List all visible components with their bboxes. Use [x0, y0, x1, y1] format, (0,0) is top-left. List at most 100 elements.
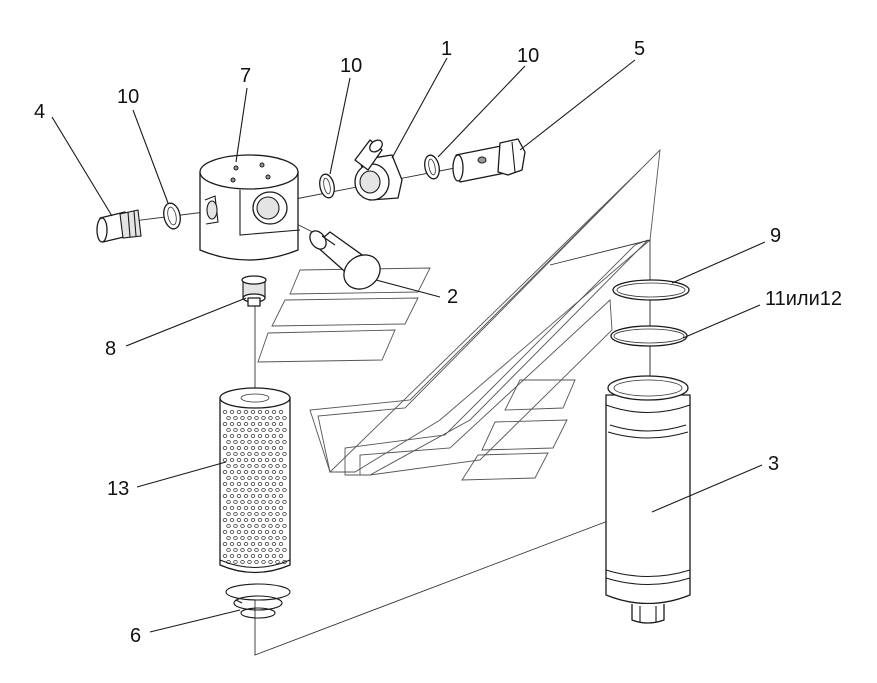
perforation-hole: [233, 439, 238, 444]
perforation-hole: [233, 487, 238, 492]
perforation-hole: [229, 469, 235, 474]
perforation-hole: [250, 457, 256, 462]
perforation-hole: [240, 427, 245, 432]
perforation-hole: [268, 560, 273, 565]
perforation-hole: [271, 409, 277, 414]
perforation-hole: [278, 445, 284, 450]
perforation-hole: [261, 463, 266, 468]
perforation-hole: [240, 463, 245, 468]
perforation-hole: [226, 536, 231, 541]
perforation-hole: [261, 439, 266, 444]
perforation-hole: [236, 421, 242, 426]
perforation-hole: [282, 475, 287, 480]
union-fitting-4: [96, 209, 142, 243]
perforation-hole: [278, 457, 284, 462]
housing-body-7: [199, 154, 301, 261]
perforation-hole: [229, 457, 235, 462]
perforation-hole: [222, 518, 228, 523]
perforation-hole: [233, 475, 238, 480]
perforation-hole: [268, 512, 273, 517]
perforation-hole: [229, 433, 235, 438]
perforation-hole: [236, 445, 242, 450]
perforation-hole: [268, 451, 273, 456]
perforation-hole: [236, 505, 242, 510]
perforation-hole: [275, 512, 280, 517]
perforation-hole: [278, 409, 284, 414]
perforation-hole: [229, 542, 235, 547]
perforation-hole: [268, 536, 273, 541]
perforation-hole: [271, 493, 277, 498]
perforation-hole: [254, 548, 259, 553]
perforation-hole: [243, 493, 249, 498]
perforation-hole: [229, 554, 235, 559]
perforation-hole: [222, 469, 228, 474]
perforation-hole: [229, 530, 235, 535]
perforation-hole: [229, 445, 235, 450]
perforation-hole: [264, 505, 270, 510]
perforation-hole: [247, 499, 252, 504]
perforation-hole: [264, 542, 270, 547]
perforation-hole: [268, 548, 273, 553]
perforation-hole: [233, 560, 238, 565]
perforation-hole: [257, 530, 263, 535]
perforation-hole: [240, 415, 245, 420]
perforation-hole: [243, 542, 249, 547]
perforation-hole: [236, 409, 242, 414]
perforation-hole: [271, 518, 277, 523]
perforation-hole: [240, 487, 245, 492]
perforation-hole: [236, 542, 242, 547]
perforation-hole: [264, 469, 270, 474]
perforation-hole: [257, 433, 263, 438]
perforation-hole: [268, 524, 273, 529]
perforation-hole: [275, 451, 280, 456]
perforation-hole: [257, 421, 263, 426]
perforation-hole: [278, 433, 284, 438]
perforation-hole: [268, 487, 273, 492]
perforation-hole: [275, 548, 280, 553]
perforation-hole: [236, 481, 242, 486]
perforation-hole: [236, 493, 242, 498]
perforation-hole: [247, 524, 252, 529]
perforation-hole: [282, 427, 287, 432]
perforation-hole: [240, 548, 245, 553]
label-5: 5: [634, 38, 645, 60]
perforation-hole: [222, 493, 228, 498]
perforation-hole: [236, 433, 242, 438]
perforation-hole: [282, 439, 287, 444]
perforation-hole: [254, 451, 259, 456]
perforation-hole: [226, 463, 231, 468]
perforation-hole: [282, 548, 287, 553]
perforation-hole: [233, 415, 238, 420]
perforation-hole: [264, 554, 270, 559]
perforation-hole: [236, 518, 242, 523]
banjo-fitting-1: [354, 139, 403, 201]
perforation-hole: [275, 487, 280, 492]
perforation-hole: [222, 554, 228, 559]
perforation-hole: [233, 451, 238, 456]
perforation-hole: [250, 421, 256, 426]
perforation-hole: [229, 409, 235, 414]
banjo-bolt-5: [452, 138, 526, 183]
perforation-hole: [250, 445, 256, 450]
perforation-hole: [261, 536, 266, 541]
perforation-hole: [254, 536, 259, 541]
perforation-hole: [271, 421, 277, 426]
label-6: 6: [130, 625, 141, 647]
perforation-hole: [233, 536, 238, 541]
perforation-hole: [264, 421, 270, 426]
perforation-hole: [278, 518, 284, 523]
label-13: 13: [107, 478, 129, 500]
perforation-hole: [257, 409, 263, 414]
perforation-hole: [278, 505, 284, 510]
perforation-hole: [268, 415, 273, 420]
perforation-hole: [271, 433, 277, 438]
perforation-hole: [275, 560, 280, 565]
perforation-hole: [268, 439, 273, 444]
perforation-hole: [271, 530, 277, 535]
perforation-hole: [268, 463, 273, 468]
seal-rings-10: [163, 154, 440, 230]
perforation-hole: [247, 512, 252, 517]
perforation-hole: [254, 499, 259, 504]
perforation-hole: [254, 524, 259, 529]
